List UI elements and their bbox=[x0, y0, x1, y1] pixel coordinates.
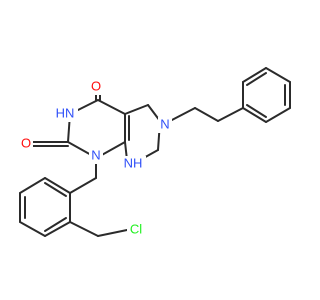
atom-o-top: O bbox=[89, 78, 103, 95]
bond-aryl-6-inner bbox=[44, 182, 67, 197]
atom-label-o-top: O bbox=[91, 78, 101, 93]
atom-nh-upper: HN bbox=[52, 105, 78, 122]
bond-phenyl-5 bbox=[265, 107, 291, 123]
bond-c8a-n1 bbox=[99, 141, 126, 157]
bond-phenyl-2 bbox=[242, 67, 267, 83]
bond-aryl-2-inner bbox=[44, 217, 67, 232]
bond-c-cl bbox=[97, 229, 128, 237]
bond-phenyl-6-inner bbox=[246, 104, 267, 118]
bond-aryl-6 bbox=[44, 177, 71, 194]
atom-label-n-1: N bbox=[91, 147, 100, 162]
bond-c2-n1 bbox=[67, 141, 94, 157]
bond-ch2-aryl bbox=[69, 177, 97, 194]
atom-o-left: O bbox=[19, 135, 33, 152]
atom-label-cl: Cl bbox=[130, 221, 142, 236]
atom-label-nh-upper: HN bbox=[56, 105, 75, 120]
bond-c4a-c5 bbox=[124, 104, 149, 115]
atom-label-o-left: O bbox=[21, 135, 31, 150]
atom-label-nh-8: NH bbox=[124, 155, 143, 170]
atom-cl: Cl bbox=[127, 221, 145, 238]
bond-layer bbox=[19, 67, 291, 237]
atom-n-6: N bbox=[158, 116, 172, 133]
bond-phenyl-6 bbox=[242, 107, 267, 123]
atom-n-1: N bbox=[89, 147, 103, 164]
atom-label-n-6: N bbox=[160, 116, 169, 131]
bond-n6-ch2a bbox=[169, 107, 196, 122]
bond-ch2b-phenyl bbox=[217, 107, 244, 122]
bond-ch2a-ch2b bbox=[194, 107, 219, 122]
bond-phenyl-2-inner bbox=[246, 72, 267, 86]
structural-formula: O HN O N N NH bbox=[19, 67, 291, 238]
bond-aryl-3 bbox=[19, 221, 46, 237]
molecule-diagram-canvas: O HN O N N NH bbox=[19, 67, 291, 238]
atom-label-layer: O HN O N N NH bbox=[19, 78, 172, 238]
bond-aryl-5 bbox=[19, 177, 46, 194]
atom-nh-8: NH bbox=[120, 155, 146, 172]
bond-aryl-2 bbox=[44, 221, 71, 237]
bond-aryl-cl-stub bbox=[69, 221, 99, 237]
bond-c4-c4a bbox=[97, 99, 126, 115]
bond-phenyl-3 bbox=[265, 67, 291, 83]
